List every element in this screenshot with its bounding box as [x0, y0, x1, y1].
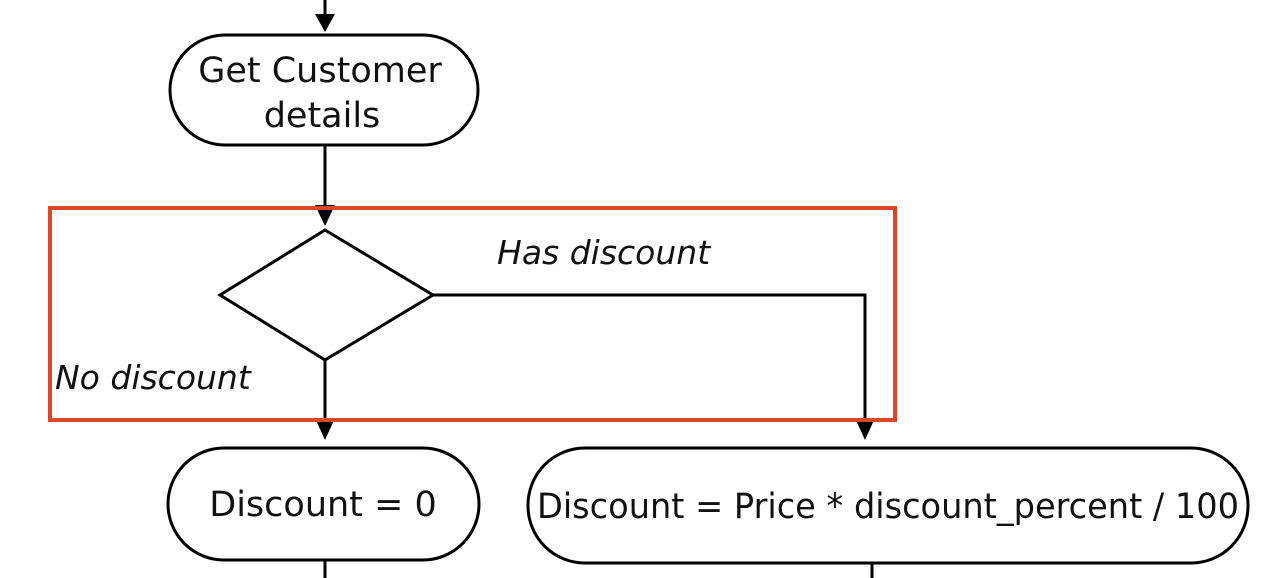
highlight-box [48, 206, 897, 422]
node-discount-zero-label: Discount = 0 [209, 485, 437, 525]
node-discount-calc-shape [526, 446, 1250, 565]
edge-entry-arrow [315, 0, 335, 32]
edge-label-has-discount: Has discount [497, 233, 711, 272]
node-discount-zero: Discount = 0 [166, 446, 481, 562]
node-discount-calc-label: Discount = Price * discount_percent / 10… [537, 487, 1239, 527]
node-get-customer-details-line2: details [264, 96, 381, 136]
edge-exit-stubs [323, 560, 874, 578]
edge-label-no-discount: No discount [55, 358, 252, 397]
decision-diamond [217, 228, 436, 362]
edge-to-decision [315, 145, 335, 226]
node-get-customer-details-line1: Get Customer [198, 51, 442, 91]
node-discount-decision [217, 228, 436, 362]
edge-no-discount: No discount [55, 358, 335, 440]
node-get-customer-details: Get Customer details [168, 33, 480, 147]
node-discount-calc: Discount = Price * discount_percent / 10… [526, 446, 1250, 565]
edge-has-discount: Has discount [433, 233, 875, 440]
